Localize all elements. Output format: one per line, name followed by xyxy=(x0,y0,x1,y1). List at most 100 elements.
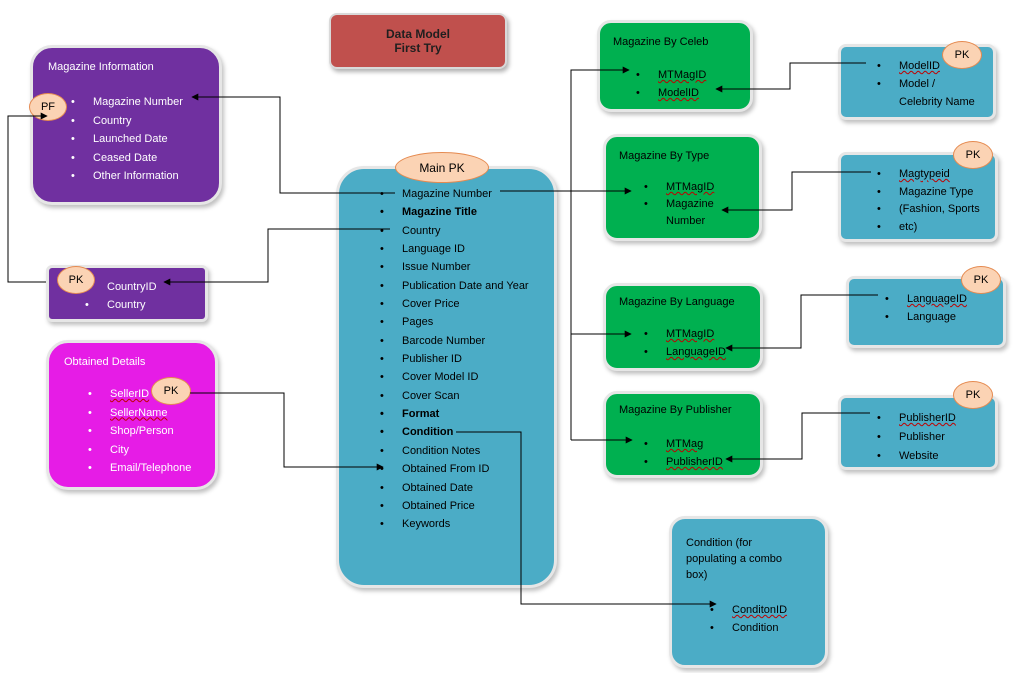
field-mtmagid: MTMagID xyxy=(644,325,726,343)
field-language: Language xyxy=(885,308,967,326)
field-magazine-number: Magazine Number xyxy=(71,93,183,112)
field-list: ModelID Model / Celebrity Name xyxy=(877,57,975,111)
field-country: Country xyxy=(71,112,183,131)
key-badge-pk: PK xyxy=(57,266,95,294)
connector-model-to-celeb xyxy=(715,62,866,93)
entity-title: Magazine By Publisher xyxy=(619,404,732,416)
field-mtmag: MTMag xyxy=(644,435,723,453)
field-model: Model / xyxy=(877,75,975,93)
field-list: PublisherID Publisher Website xyxy=(877,409,956,466)
field-issue-number: Issue Number xyxy=(380,258,529,277)
key-badge-pk: PK xyxy=(953,381,993,409)
magazine-by-publisher-entity: Magazine By Publisher MTMag PublisherID xyxy=(603,391,763,478)
field-obtained-price: Obtained Price xyxy=(380,497,529,516)
field-email-telephone: Email/Telephone xyxy=(88,459,191,478)
field-list: MTMag PublisherID xyxy=(644,435,723,471)
field-magtypeid: Magtypeid xyxy=(877,166,980,184)
field-magazine-number-cont: Number xyxy=(666,215,706,227)
connector-main-to-magazine-info xyxy=(191,93,395,194)
field-publisher-id: Publisher ID xyxy=(380,350,529,369)
field-obtained-date: Obtained Date xyxy=(380,479,529,498)
entity-title: Condition (for populating a combo box) xyxy=(686,537,783,581)
field-keywords: Keywords xyxy=(380,515,529,534)
entity-title: Magazine By Type xyxy=(619,150,710,162)
field-publisherid: PublisherID xyxy=(877,409,956,428)
field-languageid: LanguageID xyxy=(644,343,726,361)
connector-language-to-by-language xyxy=(725,294,878,352)
field-list: CountryID Country xyxy=(85,278,157,314)
field-publisherid: PublisherID xyxy=(644,453,723,471)
field-list: Magtypeid Magazine Type (Fashion, Sports… xyxy=(877,166,980,237)
field-seller-id: SellerID xyxy=(88,385,191,404)
field-list: SellerID SellerName Shop/Person City Ema… xyxy=(88,385,191,478)
field-country: Country xyxy=(380,222,529,241)
field-cover-price: Cover Price xyxy=(380,295,529,314)
field-condition: Condition xyxy=(380,423,529,442)
magazine-by-celeb-entity: Magazine By Celeb MTMagID ModelID xyxy=(597,20,753,112)
connector-country-to-pf xyxy=(7,112,48,283)
field-ceased-date: Ceased Date xyxy=(71,149,183,168)
field-magazine-number: Magazine Number xyxy=(380,185,529,204)
field-seller-name: SellerName xyxy=(88,404,191,423)
field-modelid: ModelID xyxy=(636,84,706,102)
entity-title: Magazine By Language xyxy=(619,296,735,308)
obtained-details-entity: Obtained Details SellerID SellerName Sho… xyxy=(46,340,218,490)
field-shop-person: Shop/Person xyxy=(88,422,191,441)
field-mtmagid: MTMagID xyxy=(644,179,714,196)
magazine-by-language-entity: Magazine By Language MTMagID LanguageID xyxy=(603,283,763,371)
field-magazine-title: Magazine Title xyxy=(380,203,529,222)
key-badge-main-pk: Main PK xyxy=(395,152,489,183)
field-pages: Pages xyxy=(380,313,529,332)
field-barcode-number: Barcode Number xyxy=(380,332,529,351)
main-magazine-entity: Magazine Number Magazine Title Country L… xyxy=(336,166,557,588)
connector-condition-to-lookup xyxy=(456,431,717,608)
connector-seller-to-main xyxy=(190,392,384,471)
field-list: MTMagID LanguageID xyxy=(644,325,726,361)
field-magazine-number: Magazine xyxy=(644,196,714,213)
key-badge-pk: PK xyxy=(961,266,1001,294)
field-list: ConditonID Condition xyxy=(710,601,787,637)
field-cover-scan: Cover Scan xyxy=(380,387,529,406)
field-list: MTMagID Magazine Number xyxy=(644,179,714,230)
field-conditonid: ConditonID xyxy=(710,601,787,619)
field-mtmagid: MTMagID xyxy=(636,66,706,84)
key-badge-pk: PK xyxy=(953,141,993,169)
field-publication-date: Publication Date and Year xyxy=(380,277,529,296)
field-cover-model-id: Cover Model ID xyxy=(380,368,529,387)
field-celebrity-name: Celebrity Name xyxy=(899,96,975,108)
field-languageid: LanguageID xyxy=(885,290,967,308)
field-publisher: Publisher xyxy=(877,428,956,447)
field-magazine-type-examples: (Fashion, Sports xyxy=(877,201,980,219)
field-format: Format xyxy=(380,405,529,424)
field-condition-notes: Condition Notes xyxy=(380,442,529,461)
field-website: Website xyxy=(877,447,956,466)
field-modelid: ModelID xyxy=(877,57,975,75)
field-magazine-type-examples-cont: etc) xyxy=(877,219,980,237)
connector-main-country-to-country xyxy=(163,228,390,286)
diagram-heading: Data Model First Try xyxy=(329,13,507,69)
field-launched-date: Launched Date xyxy=(71,130,183,149)
condition-entity: Condition (for populating a combo box) C… xyxy=(669,516,828,668)
field-language-id: Language ID xyxy=(380,240,529,259)
connector-trunk-celeb xyxy=(570,66,630,440)
field-list: LanguageID Language xyxy=(885,290,967,326)
key-badge-pk: PK xyxy=(942,41,982,69)
field-city: City xyxy=(88,441,191,460)
entity-title: Magazine Information xyxy=(48,61,154,73)
field-country: Country xyxy=(85,296,157,314)
entity-title: Magazine By Celeb xyxy=(613,36,709,48)
field-condition: Condition xyxy=(710,619,787,637)
field-list: Magazine Number Magazine Title Country L… xyxy=(380,185,529,534)
magazine-information-entity: Magazine Information Magazine Number Cou… xyxy=(30,45,222,205)
connector-publisher-to-by-publisher xyxy=(725,412,870,463)
key-badge-pk: PK xyxy=(151,377,191,405)
field-other-information: Other Information xyxy=(71,167,183,186)
field-list: MTMagID ModelID xyxy=(636,66,706,102)
entity-title: Obtained Details xyxy=(64,356,146,368)
heading-line-2: First Try xyxy=(394,41,442,55)
field-magazine-type: Magazine Type xyxy=(877,184,980,202)
connector-type-to-by-type xyxy=(721,171,871,214)
field-list: Magazine Number Country Launched Date Ce… xyxy=(71,93,183,186)
heading-line-1: Data Model xyxy=(385,27,450,41)
